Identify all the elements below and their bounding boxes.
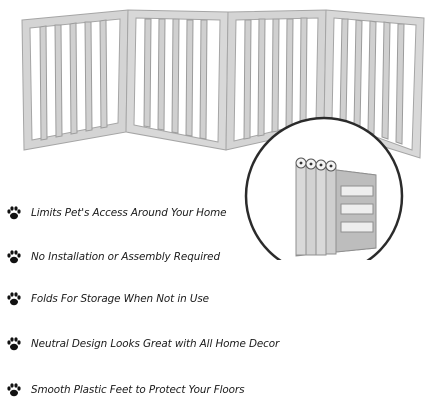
paw-print-icon [7, 337, 21, 351]
feature-item-4: Neutral Design Looks Great with All Home… [6, 334, 279, 354]
paw-print-icon [7, 383, 21, 397]
feature-item-2: No Installation or Assembly Required [6, 247, 220, 267]
feature-text: Smooth Plastic Feet to Protect Your Floo… [31, 384, 245, 396]
feature-item-1: Limits Pet's Access Around Your Home [6, 203, 227, 223]
gate-panel-3 [225, 9, 327, 151]
gate-panel-2 [125, 9, 229, 151]
gate-panel-4 [323, 9, 425, 159]
feature-text: No Installation or Assembly Required [31, 251, 220, 263]
feature-text: Limits Pet's Access Around Your Home [31, 207, 227, 219]
paw-print-icon [7, 250, 21, 264]
gate-panel-1 [21, 9, 129, 151]
feature-text: Neutral Design Looks Great with All Home… [31, 338, 280, 350]
paw-print-icon [7, 206, 21, 220]
feature-item-5: Smooth Plastic Feet to Protect Your Floo… [6, 380, 245, 400]
paw-print-icon [7, 292, 21, 306]
feature-text: Folds For Storage When Not in Use [31, 293, 209, 305]
folding-pet-gate-image [21, 9, 425, 260]
feature-item-3: Folds For Storage When Not in Use [6, 289, 209, 309]
folded-gate-detail-inset [244, 116, 404, 260]
